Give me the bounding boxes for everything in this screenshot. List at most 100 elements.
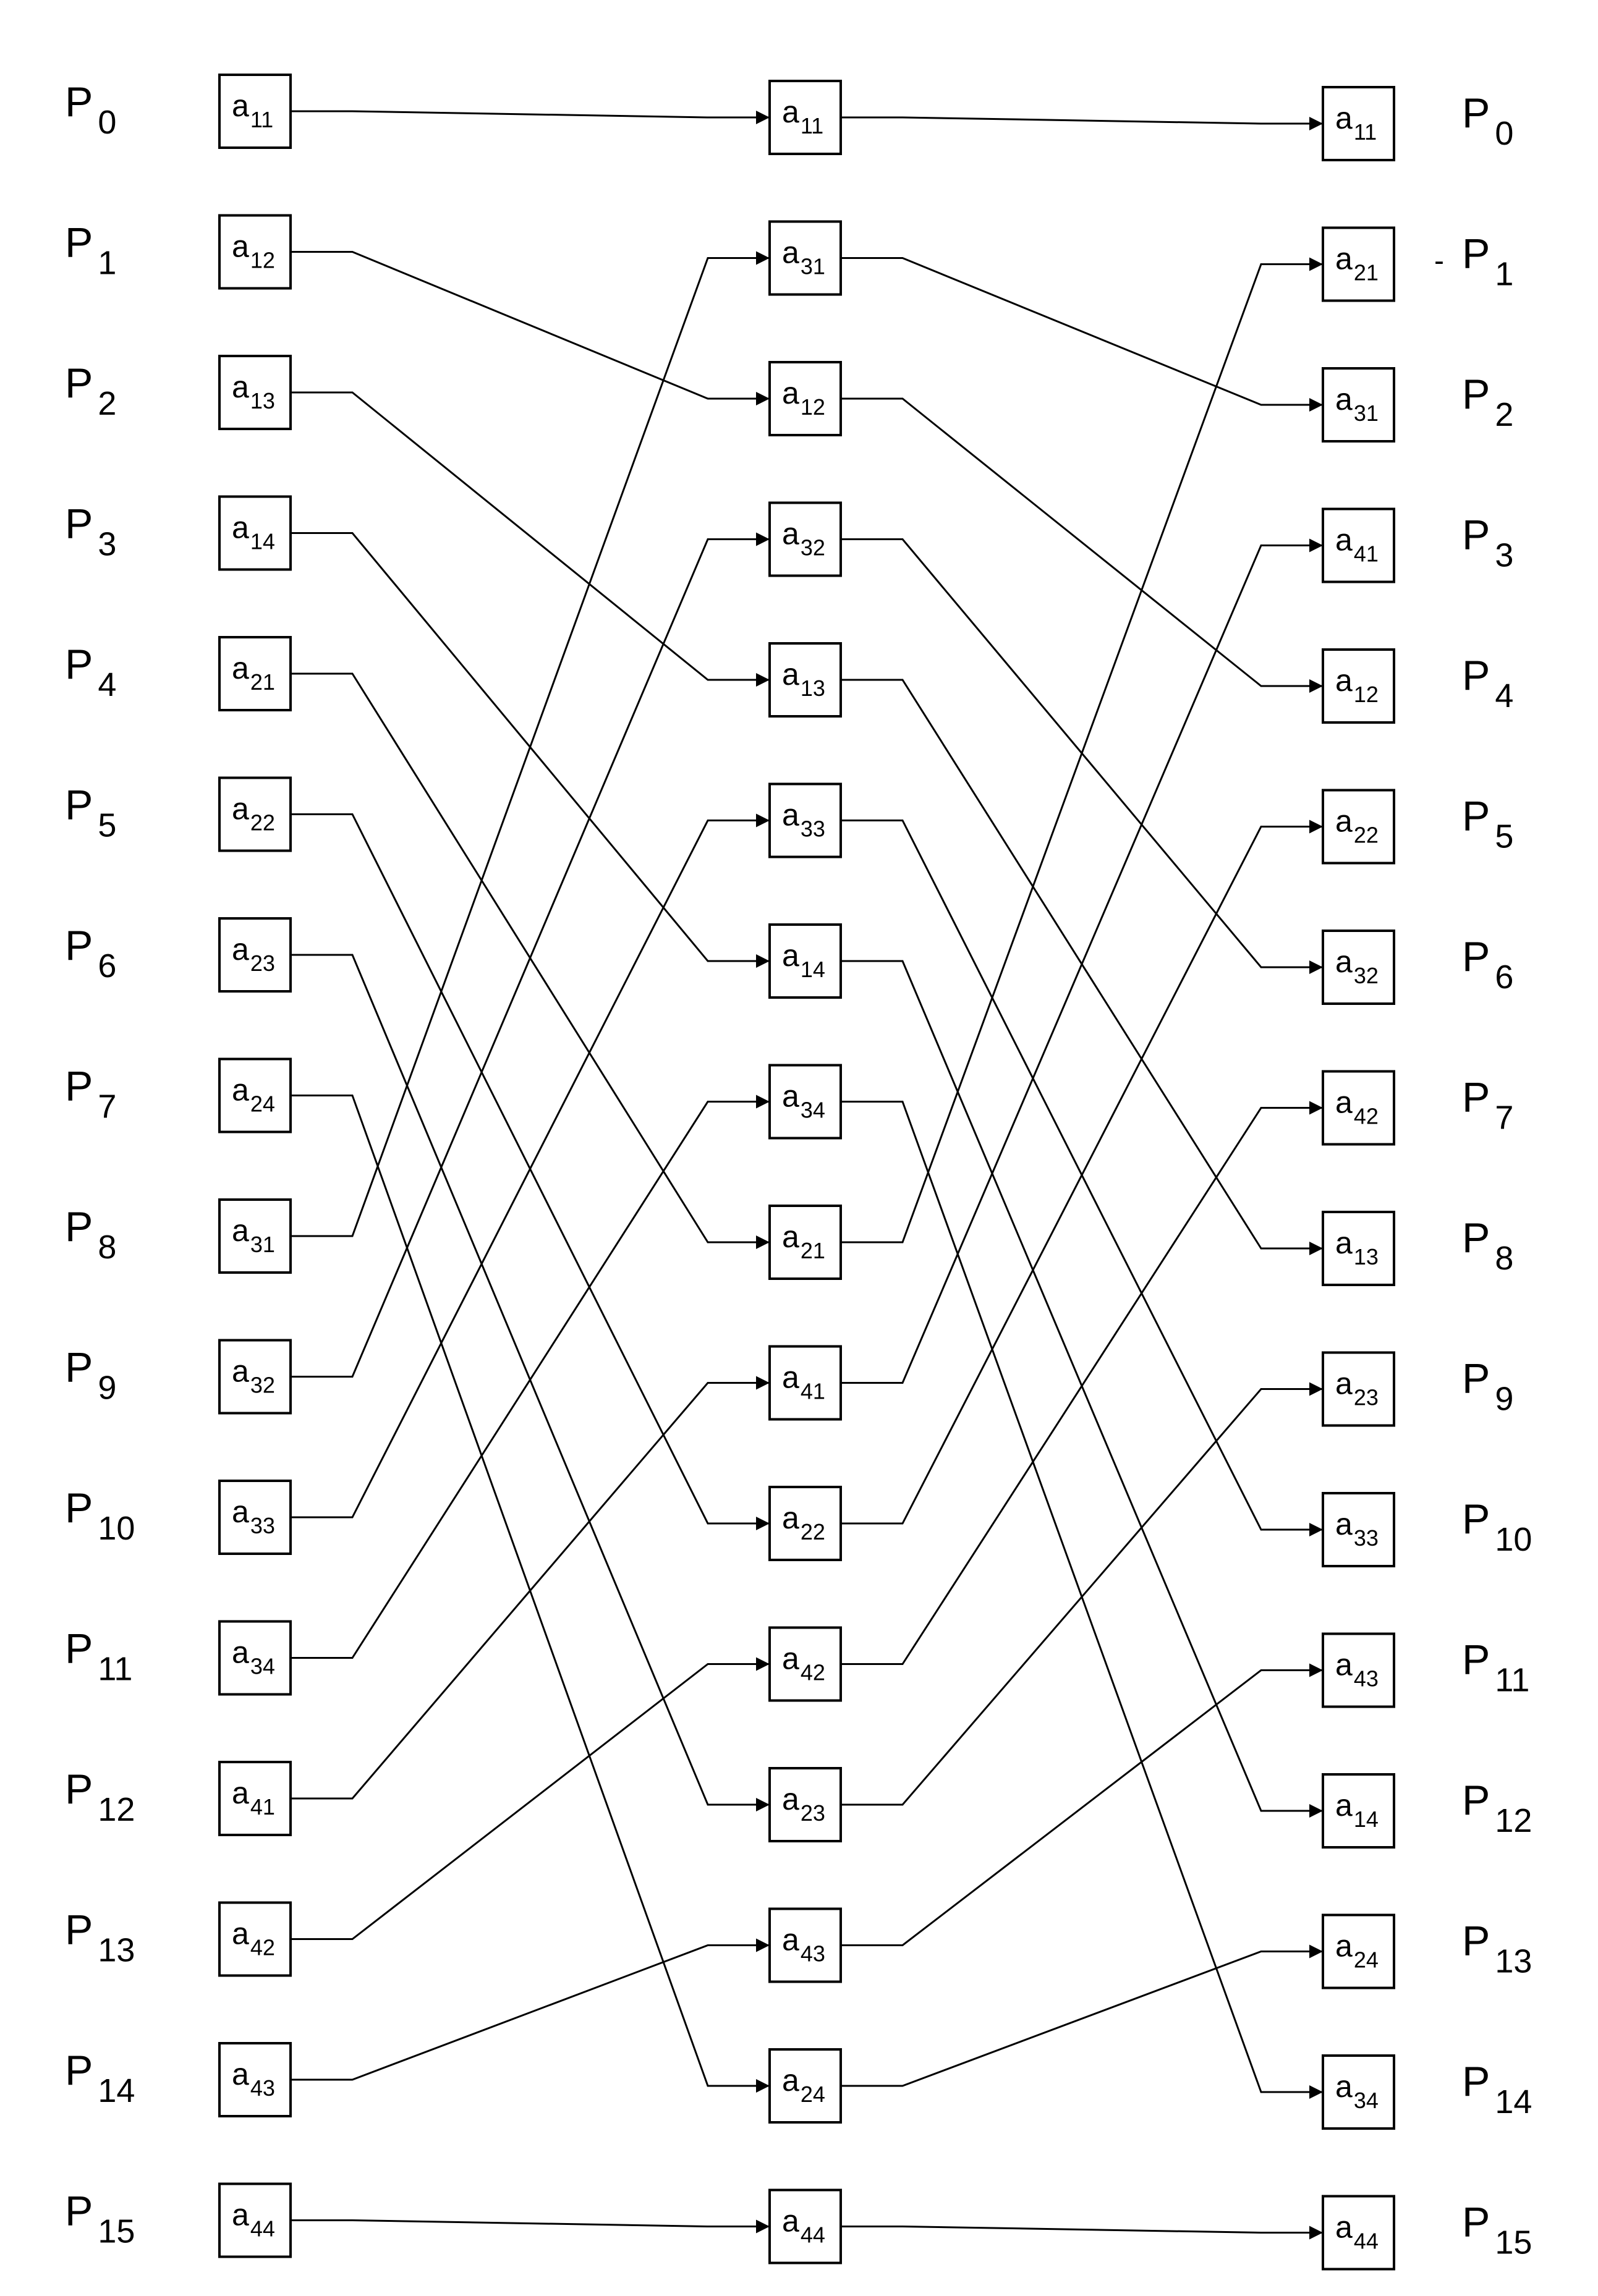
- cell-text: a41: [232, 1776, 275, 1819]
- cell-output-14: a34: [1322, 2054, 1395, 2130]
- cell-input-4: a21: [218, 636, 292, 711]
- cell-text: a41: [1335, 523, 1379, 567]
- cell-intermediate-13: a43: [768, 1907, 842, 1983]
- cell-intermediate-4: a13: [768, 642, 842, 718]
- cell-box: [1322, 1351, 1395, 1427]
- stray-mark: -: [1434, 245, 1444, 277]
- cell-text: a11: [232, 88, 273, 132]
- cell-intermediate-6: a14: [768, 923, 842, 999]
- cell-text: a12: [1335, 663, 1379, 707]
- cell-text: a42: [1335, 1085, 1379, 1129]
- wire-input-41: [291, 1376, 770, 1800]
- cell-text: a24: [782, 2063, 825, 2107]
- cell-box: [218, 214, 292, 290]
- cell-input-0: a11: [218, 74, 292, 149]
- cell-input-7: a24: [218, 1057, 292, 1133]
- cell-intermediate-14: a24: [768, 2048, 842, 2124]
- cell-input-12: a41: [218, 1761, 292, 1836]
- cell-text: a11: [1335, 101, 1377, 145]
- wire-intermediate-24: [841, 1944, 1323, 2087]
- cell-output-12: a14: [1322, 1773, 1395, 1849]
- cell-text: a43: [232, 2057, 275, 2101]
- wire-intermediate-23: [841, 1382, 1323, 1806]
- cell-box: [218, 2182, 292, 2258]
- cell-input-8: a31: [218, 1198, 292, 1274]
- wire-input-13: [291, 391, 770, 687]
- wire-input-43: [291, 1938, 770, 2081]
- cell-box: [218, 355, 292, 430]
- cell-box: [768, 220, 842, 296]
- cell-output-9: a23: [1322, 1351, 1395, 1427]
- cell-box: [768, 1486, 842, 1561]
- cell-box: [768, 80, 842, 155]
- wire-input-12: [291, 251, 770, 405]
- cell-input-14: a43: [218, 2042, 292, 2117]
- cell-text: a11: [782, 95, 823, 138]
- cell-box: [1322, 367, 1395, 443]
- cell-output-15: a44: [1322, 2195, 1395, 2271]
- cell-text: a23: [232, 932, 275, 976]
- cell-text: a14: [232, 510, 275, 554]
- cell-intermediate-9: a41: [768, 1345, 842, 1421]
- cell-output-8: a13: [1322, 1211, 1395, 1286]
- cell-text: a14: [782, 938, 825, 982]
- wire-intermediate-41: [841, 538, 1323, 1384]
- cell-text: a12: [782, 376, 825, 420]
- cell-box: [218, 1480, 292, 1555]
- cell-box: [768, 1205, 842, 1280]
- cell-intermediate-8: a21: [768, 1205, 842, 1280]
- cell-box: [218, 1057, 292, 1133]
- cell-text: a31: [232, 1213, 275, 1257]
- cell-input-1: a12: [218, 214, 292, 290]
- cell-box: [768, 361, 842, 436]
- cell-output-1: a21: [1322, 226, 1395, 302]
- cell-text: a32: [232, 1354, 275, 1398]
- cell-box: [1322, 1492, 1395, 1567]
- cell-box: [768, 2048, 842, 2124]
- cell-box: [218, 1198, 292, 1274]
- wire-input-32: [291, 532, 770, 1378]
- cell-box: [768, 642, 842, 718]
- cell-text: a44: [1335, 2210, 1379, 2254]
- cell-text: a22: [782, 1501, 825, 1544]
- cell-text: a32: [782, 517, 825, 561]
- cell-text: a42: [232, 1917, 275, 1960]
- cell-input-2: a13: [218, 355, 292, 430]
- cell-text: a13: [1335, 1226, 1379, 1269]
- wire-intermediate-12: [841, 397, 1323, 693]
- cell-output-5: a22: [1322, 789, 1395, 865]
- cell-input-5: a22: [218, 776, 292, 852]
- cell-intermediate-15: a44: [768, 2188, 842, 2264]
- cell-box: [1322, 1070, 1395, 1146]
- cell-output-3: a41: [1322, 507, 1395, 583]
- cell-box: [768, 1907, 842, 1983]
- cell-intermediate-12: a23: [768, 1767, 842, 1842]
- cell-input-10: a33: [218, 1480, 292, 1555]
- cell-box: [218, 776, 292, 852]
- cell-text: a44: [782, 2204, 825, 2248]
- cell-text: a14: [1335, 1788, 1379, 1832]
- cell-text: a43: [1335, 1648, 1379, 1692]
- cell-text: a22: [1335, 804, 1379, 848]
- cell-output-0: a11: [1322, 86, 1395, 161]
- cell-output-2: a31: [1322, 367, 1395, 443]
- cell-text: a33: [1335, 1507, 1379, 1551]
- wire-input-31: [291, 251, 770, 1237]
